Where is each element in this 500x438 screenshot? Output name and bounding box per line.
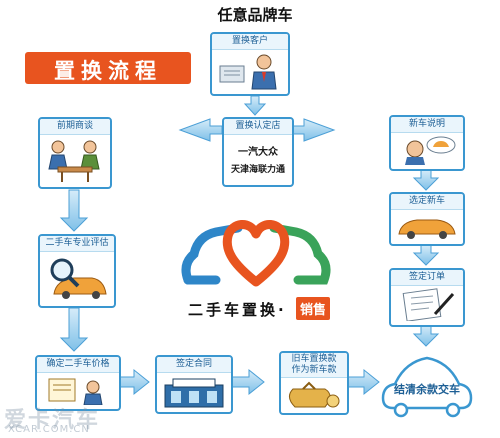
- top-title: 任意品牌车: [217, 6, 293, 24]
- step-price: 确定二手车价格: [35, 355, 121, 411]
- dealer-name-1: 一汽大众: [238, 147, 278, 158]
- step-dealer: 置换认定店 一汽大众 天津海联力通: [222, 117, 294, 187]
- process-banner-text: 置换流程: [54, 59, 162, 83]
- final-car-outline: [381, 356, 473, 418]
- thinking-man-illustration: [405, 136, 456, 165]
- dealer-name-2: 天津海联力通: [230, 165, 285, 175]
- orange-car-icon: [398, 219, 456, 239]
- step-contract: 签定合同: [155, 355, 233, 414]
- step-new-car-intro-title: 新车说明: [391, 117, 463, 133]
- negotiation-illustration: [48, 140, 100, 182]
- step-payment-title-line1: 旧车置换款: [291, 354, 337, 364]
- step-price-title: 确定二手车价格: [37, 357, 119, 373]
- arrow-dealer-left: [178, 118, 223, 142]
- arrow-price-to-contract: [117, 368, 150, 396]
- signing-document-illustration: [402, 288, 455, 321]
- arrow-intro-to-choose: [412, 169, 440, 191]
- replacement-logo-text: 二手车置换· 销售: [188, 297, 338, 321]
- process-banner: 置换流程: [25, 52, 191, 84]
- arrow-evaluation-to-price: [59, 307, 89, 352]
- arrow-negotiation-to-evaluation: [59, 189, 89, 232]
- logo-tag-sales: 销售: [296, 297, 331, 320]
- watermark-en: XCAR.COM.CN: [8, 424, 90, 435]
- dealership-building-illustration: [164, 378, 224, 408]
- money-bag-icon: [289, 381, 340, 408]
- step-customer: 置换客户: [210, 32, 290, 96]
- arrow-order-to-final: [412, 324, 440, 347]
- step-payment: 旧车置换款 作为新车款: [279, 351, 349, 415]
- arrow-choose-to-order: [412, 244, 440, 266]
- step-order-title: 签定订单: [391, 270, 463, 286]
- replacement-logo-graphic: [181, 220, 331, 287]
- watermark-cn: 爱卡汽车: [4, 408, 101, 433]
- logo-text-main: 二手车置换·: [188, 301, 287, 319]
- arrow-payment-to-final: [346, 368, 380, 396]
- arrow-contract-to-payment: [230, 368, 265, 396]
- step-choose-car-title: 选定新车: [391, 194, 463, 210]
- step-evaluation-title: 二手车专业评估: [40, 236, 114, 252]
- step-evaluation: 二手车专业评估: [38, 234, 116, 308]
- step-dealer-title: 置换认定店: [224, 119, 292, 135]
- step-final-label: 结清余款交车: [394, 383, 460, 396]
- magnifier-car-illustration: [50, 258, 107, 299]
- step-order: 签定订单: [389, 268, 465, 327]
- step-payment-title-line2: 作为新车款: [291, 365, 337, 375]
- arrow-dealer-right: [291, 118, 336, 142]
- step-negotiation-title: 前期商谈: [40, 119, 110, 135]
- step-new-car-intro: 新车说明: [389, 115, 465, 171]
- price-illustration: [48, 378, 103, 405]
- businessman-illustration: [219, 54, 277, 90]
- arrow-customer-to-dealer: [243, 95, 267, 116]
- step-contract-title: 签定合同: [157, 357, 231, 373]
- step-payment-title-box: 旧车置换款 作为新车款: [281, 353, 347, 378]
- step-customer-title: 置换客户: [212, 34, 288, 50]
- step-negotiation: 前期商谈: [38, 117, 112, 189]
- step-choose-car: 选定新车: [389, 192, 465, 246]
